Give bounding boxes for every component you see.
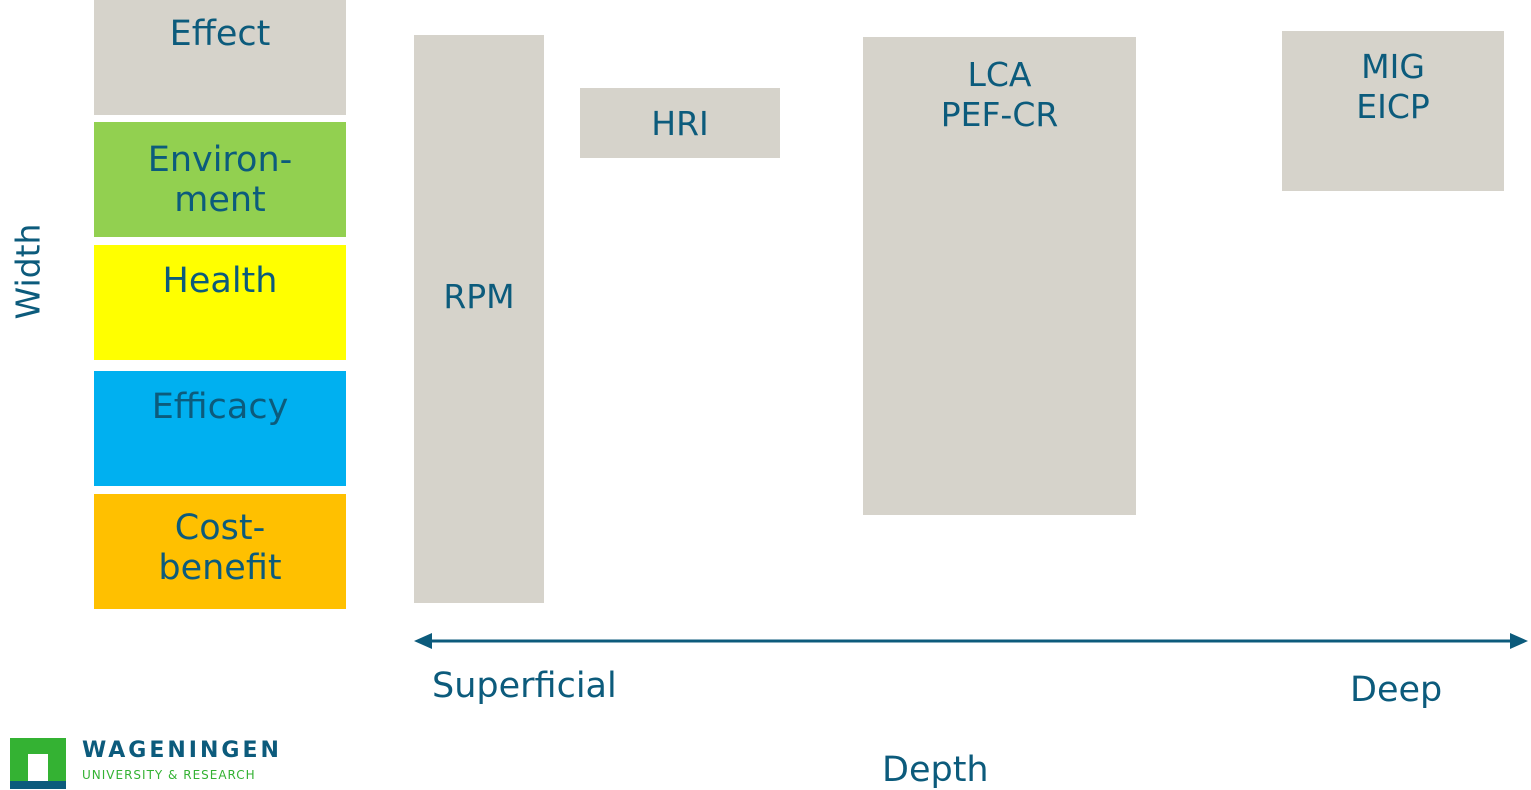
category-health-label: Health [162, 261, 278, 301]
method-hri-label: HRI [651, 104, 709, 143]
method-hri: HRI [580, 88, 780, 158]
category-health: Health [94, 245, 346, 360]
method-rpm: RPM [414, 35, 544, 603]
logo-name: WAGENINGEN [82, 738, 282, 763]
method-lca: LCA PEF-CR [863, 37, 1136, 515]
category-efficacy-label: Efficacy [151, 387, 289, 427]
method-mig-label: MIG EICP [1356, 47, 1430, 126]
logo-subtitle: UNIVERSITY & RESEARCH [82, 768, 256, 782]
category-environment-label: Environ- ment [147, 140, 293, 220]
category-environment: Environ- ment [94, 122, 346, 237]
x-axis-title: Depth [882, 750, 989, 790]
x-axis-right-label: Deep [1350, 670, 1443, 710]
method-rpm-label: RPM [443, 277, 515, 316]
method-lca-label: LCA PEF-CR [940, 55, 1059, 134]
wur-logo-icon [10, 738, 66, 789]
category-effect-label: Effect [169, 14, 271, 54]
category-effect: Effect [94, 0, 346, 115]
method-mig: MIG EICP [1282, 31, 1504, 191]
category-cost-benefit-label: Cost- benefit [158, 508, 282, 588]
x-axis-left-label: Superficial [432, 666, 617, 706]
category-cost-benefit: Cost- benefit [94, 494, 346, 609]
category-efficacy: Efficacy [94, 371, 346, 486]
